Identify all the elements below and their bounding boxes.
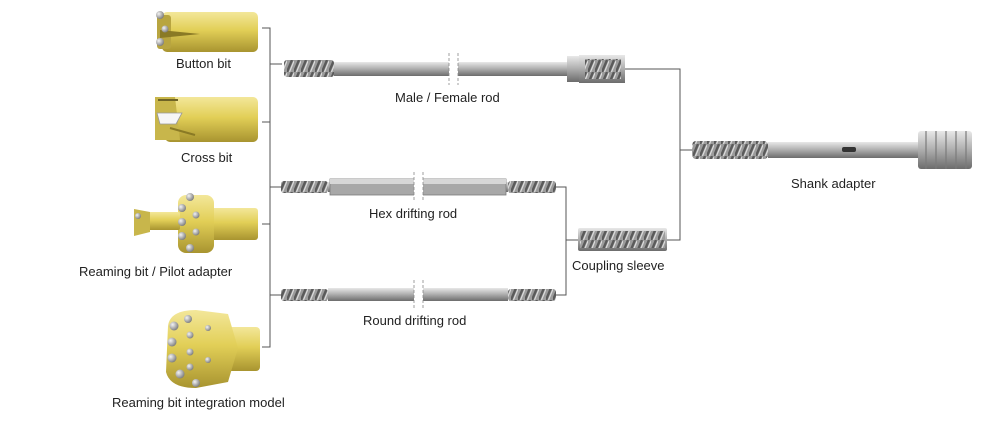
label-shank-adapter: Shank adapter [791,176,876,191]
label-coupling-sleeve: Coupling sleeve [572,258,665,273]
button-bit [156,11,258,52]
label-round-drifting-rod: Round drifting rod [363,313,467,328]
label-cross-bit: Cross bit [181,150,233,165]
reaming-bit-pilot-adapter [134,193,258,253]
male-female-rod [284,53,625,85]
cross-bit [155,97,258,142]
label-button-bit: Button bit [176,56,231,71]
connector-to-shank [625,68,692,241]
reaming-bit-integration-model [166,310,260,388]
connector-bits-bracket [262,27,271,348]
shank-adapter [692,131,972,169]
connector-bits-to-rods [270,63,282,296]
connector-lines [262,27,692,348]
coupling-sleeve [578,228,667,251]
label-hex-drifting-rod: Hex drifting rod [369,206,458,221]
label-male-female-rod: Male / Female rod [395,90,500,105]
label-reaming-bit-integration-model: Reaming bit integration model [112,395,285,410]
round-drifting-rod [281,280,556,310]
connector-rods-to-coupling [556,186,578,296]
hex-drifting-rod [281,172,556,202]
label-reaming-bit-pilot-adapter: Reaming bit / Pilot adapter [79,264,233,279]
